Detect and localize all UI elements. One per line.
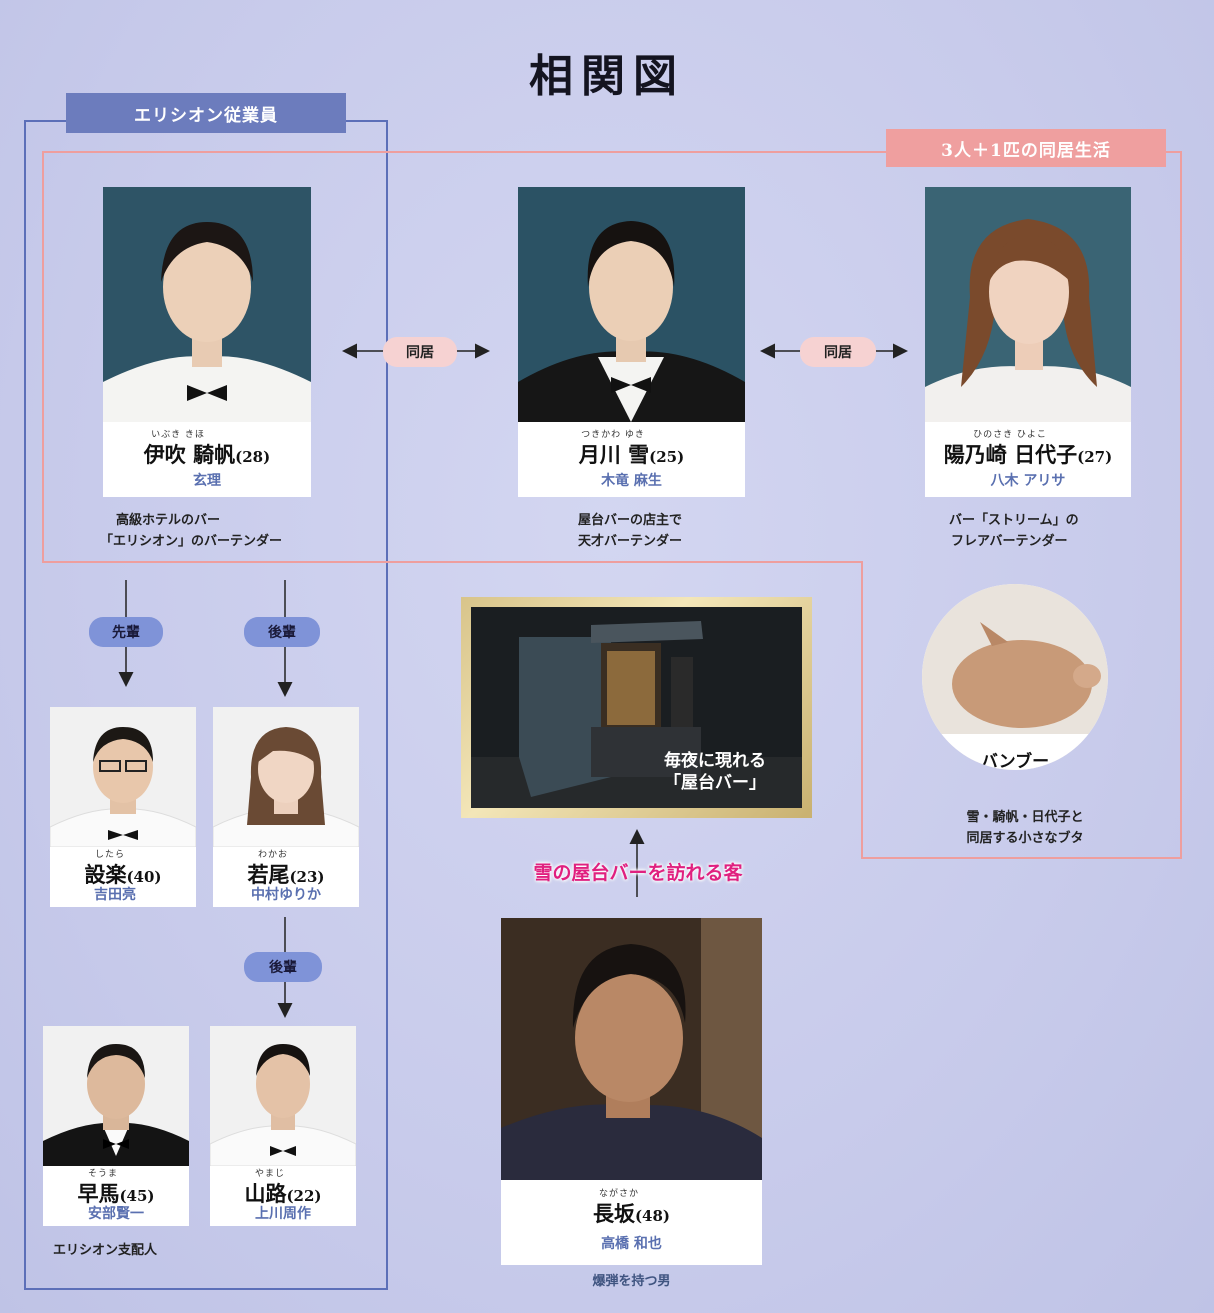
character-card-tsukikawa[interactable]: つきかわ ゆき 月川 雪(25) 木竜 麻生 <box>518 187 745 497</box>
pig-desc: 雪・騎帆・日代子と 同居する小さなブタ <box>966 810 1084 846</box>
actor-name: 安部賢一 <box>88 1206 144 1222</box>
portrait-photo <box>213 707 359 847</box>
relation-cohabit-left: 同居 <box>383 337 457 367</box>
relation-cohabit-right: 同居 <box>800 337 876 367</box>
actor-name: 八木 アリサ <box>990 473 1066 489</box>
character-ruby: わかお <box>257 850 288 860</box>
yatai-scene <box>471 607 802 808</box>
relation-kouhai-2: 後輩 <box>244 952 322 982</box>
character-ruby: そうま <box>87 1169 118 1179</box>
character-name: 設楽(40) <box>84 862 162 887</box>
character-ruby: やまじ <box>254 1169 285 1179</box>
actor-name: 高橋 和也 <box>601 1236 662 1252</box>
cohabit-frame <box>42 151 1182 859</box>
pig-photo <box>922 584 1108 770</box>
character-name: 陽乃崎 日代子(27) <box>943 442 1113 467</box>
actor-name: 木竜 麻生 <box>601 473 662 489</box>
portrait-photo <box>518 187 745 422</box>
portrait-photo <box>210 1026 356 1166</box>
actor-name: 上川周作 <box>255 1206 311 1222</box>
portrait-photo <box>43 1026 189 1166</box>
character-ruby: したら <box>94 850 125 860</box>
employees-group-label: エリシオン従業員 <box>66 93 346 133</box>
cohabit-group-label: 3人＋1匹の同居生活 <box>886 129 1166 167</box>
character-card-shitara[interactable]: したら 設楽(40) 吉田亮 <box>50 707 196 907</box>
relation-kouhai-1: 後輩 <box>244 617 320 647</box>
elysion-manager-label: エリシオン支配人 <box>53 1243 158 1258</box>
character-desc-tsukikawa: 屋台バーの店主で 天才バーテンダー <box>577 513 682 549</box>
character-name: 早馬(45) <box>77 1181 155 1206</box>
character-card-yamaji[interactable]: やまじ 山路(22) 上川周作 <box>210 1026 356 1226</box>
character-name: 若尾(23) <box>247 862 325 887</box>
actor-name: 玄理 <box>193 473 221 489</box>
actor-name: 中村ゆりか <box>251 887 321 903</box>
yatai-caption: 毎夜に現れる 「屋台バー」 <box>664 751 766 793</box>
character-desc-ibuki: 高級ホテルのバー 「エリシオン」のバーテンダー <box>100 513 283 549</box>
relation-senpai: 先輩 <box>89 617 163 647</box>
character-name: 伊吹 騎帆(28) <box>143 442 271 467</box>
character-ruby: ひのさき ひよこ <box>973 430 1047 440</box>
character-ruby: いぶき きほ <box>151 430 205 440</box>
pig-portrait[interactable]: バンブー <box>922 584 1108 770</box>
portrait-photo <box>501 918 762 1180</box>
character-card-nagasaka[interactable]: ながさか 長坂(48) 高橋 和也 <box>501 918 762 1265</box>
character-ruby: ながさか <box>598 1189 639 1199</box>
character-desc-nagasaka: 爆弾を持つ男 <box>592 1274 671 1289</box>
character-name: 山路(22) <box>244 1181 322 1206</box>
character-card-ibuki[interactable]: いぶき きほ 伊吹 騎帆(28) 玄理 <box>103 187 311 497</box>
yatai-bar-image[interactable]: 毎夜に現れる 「屋台バー」 <box>461 597 812 818</box>
character-card-hinosaki[interactable]: ひのさき ひよこ 陽乃崎 日代子(27) 八木 アリサ <box>925 187 1131 497</box>
character-card-wakao[interactable]: わかお 若尾(23) 中村ゆりか <box>213 707 359 907</box>
page-title: 相関図 <box>529 51 685 102</box>
character-ruby: つきかわ ゆき <box>581 430 645 440</box>
portrait-photo <box>50 707 196 847</box>
actor-name: 吉田亮 <box>94 887 136 903</box>
customer-relation-label: 雪の屋台バーを訪れる客 <box>533 862 743 884</box>
character-card-souma[interactable]: そうま 早馬(45) 安部賢一 <box>43 1026 189 1226</box>
character-name: 長坂(48) <box>592 1201 671 1226</box>
portrait-photo <box>925 187 1131 422</box>
character-name: 月川 雪(25) <box>578 442 685 467</box>
pig-name: バンブー <box>980 752 1050 770</box>
portrait-photo <box>103 187 311 422</box>
character-desc-hinosaki: バー「ストリーム」の フレアバーテンダー <box>949 513 1079 549</box>
